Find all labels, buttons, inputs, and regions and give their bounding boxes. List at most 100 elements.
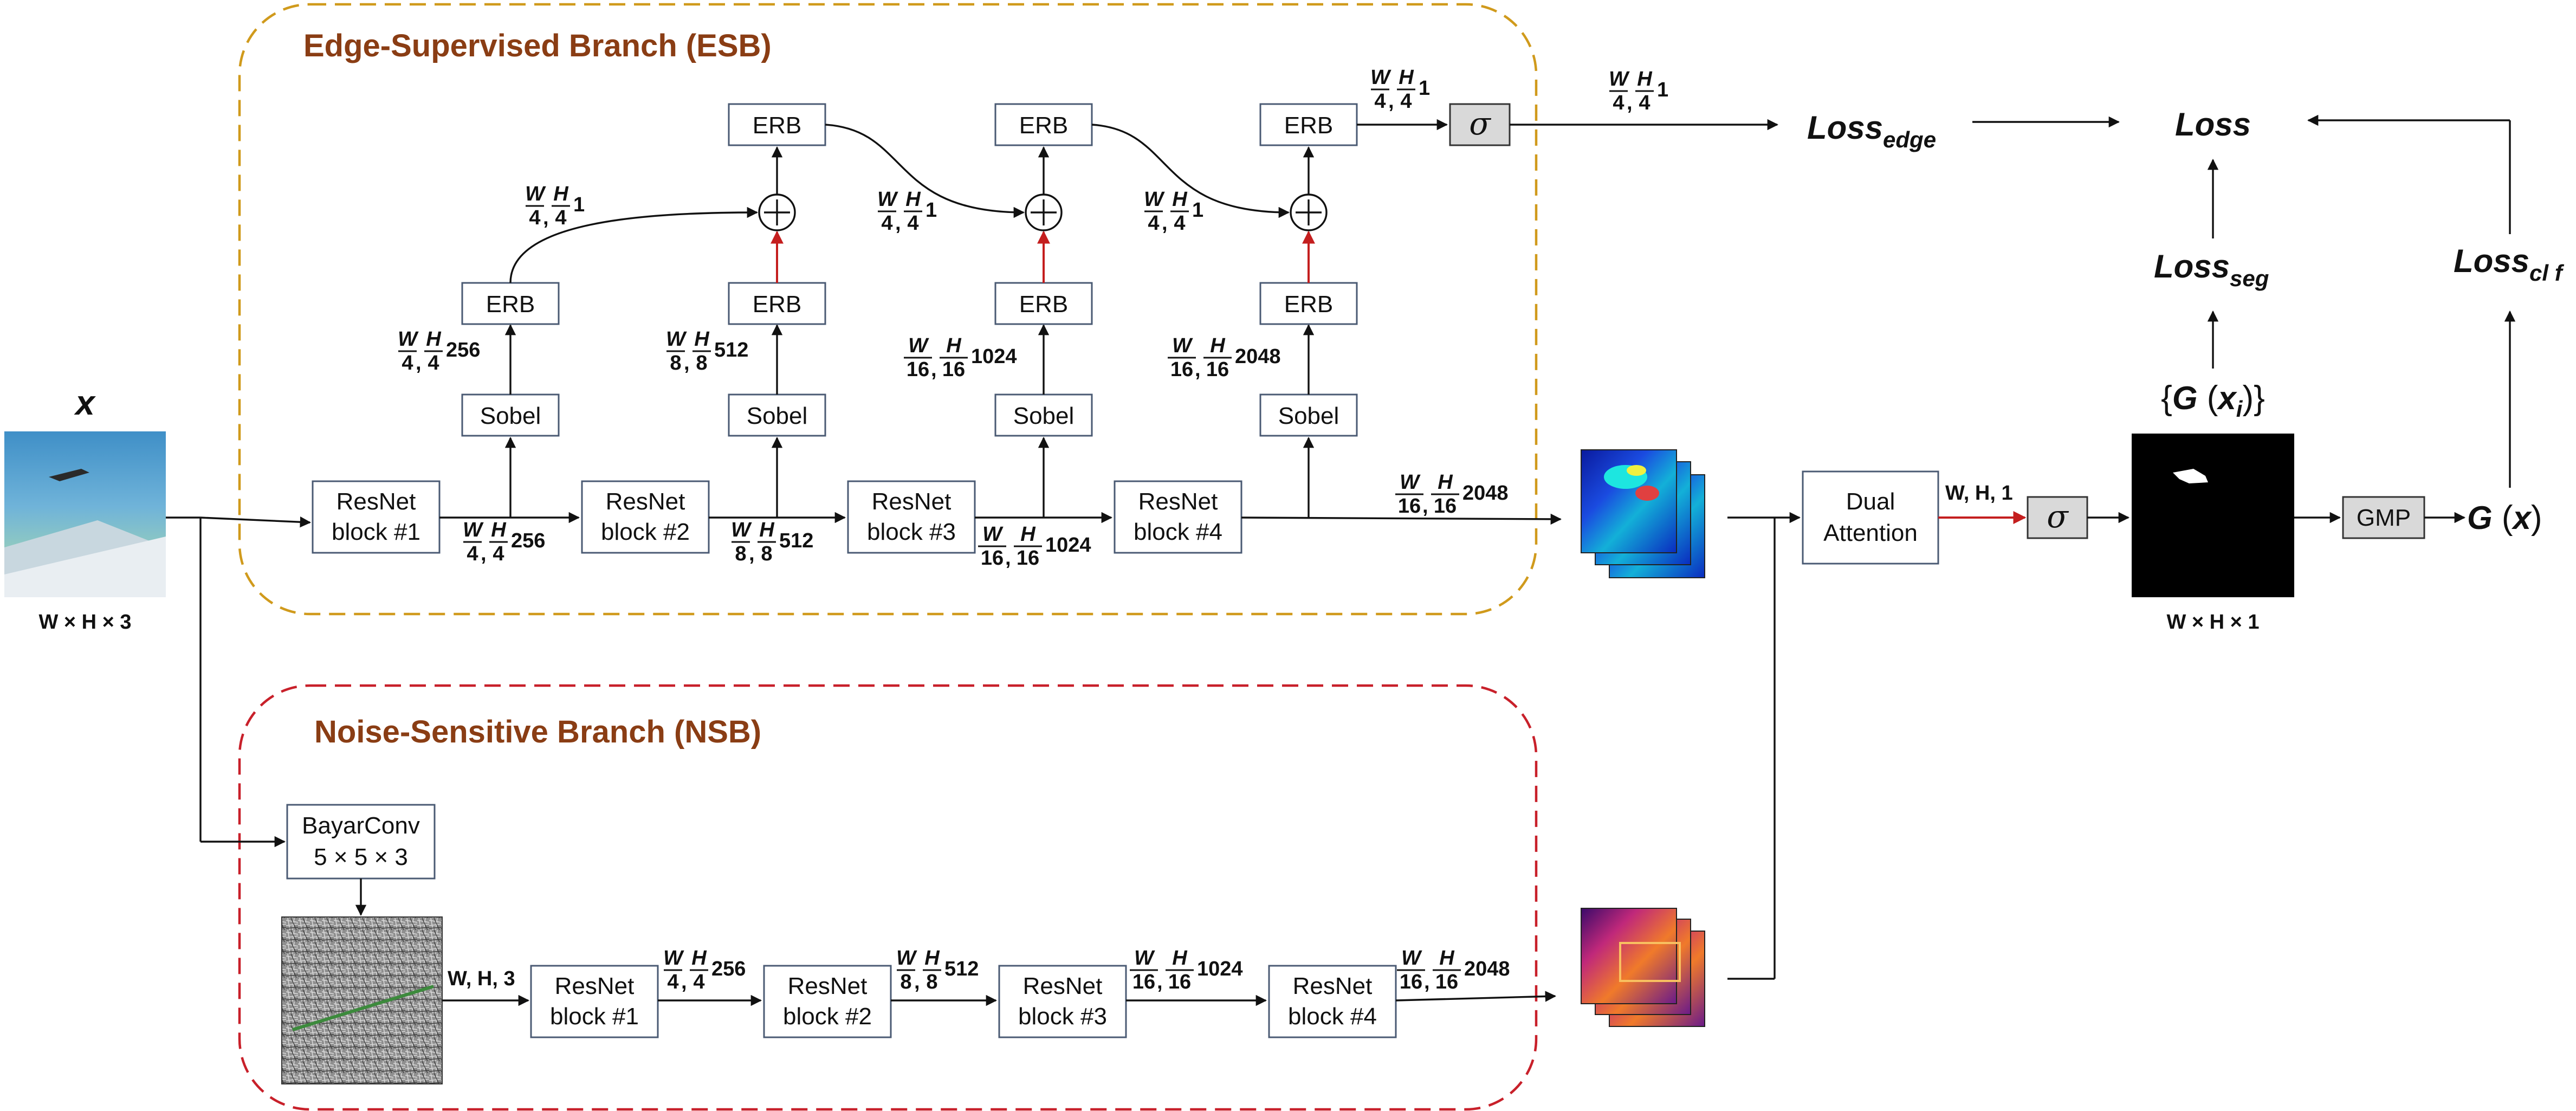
esb-dim-erb4-w: W	[1370, 66, 1391, 89]
curve-erb1-sum2	[509, 206, 759, 283]
esb-dim-skip1-wd: 4	[529, 206, 540, 229]
loss-edge: Lossedge	[1807, 109, 1936, 152]
sobel-4: Sobel	[1259, 393, 1358, 437]
esb-dim-s3-w: W	[908, 334, 929, 357]
esb-dim-r1-w: W	[463, 519, 484, 541]
noise-image-stripe	[292, 985, 434, 1031]
nsb-dim-4-hd: 16	[1435, 971, 1458, 993]
nsb-resnet-block-2: ResNet block #2	[763, 965, 892, 1038]
esb-sigma-box: σ	[1449, 103, 1511, 146]
nsb-container	[238, 684, 1538, 1111]
esb-dim-edge-hd: 4	[1639, 92, 1650, 114]
arrow-esb-to-featuremap	[1241, 513, 1562, 525]
esb-dim-r2-wd: 8	[735, 542, 746, 565]
svg-text:ERB: ERB	[1284, 112, 1333, 139]
svg-text:block #1: block #1	[332, 519, 420, 545]
nsb-dim-3-h: H	[1172, 947, 1188, 970]
input-symbol: x	[74, 383, 96, 422]
nsb-dim-4-h: H	[1439, 947, 1455, 970]
nsb-dim-3-wd: 16	[1132, 971, 1155, 993]
esb-dim-r2-w: W	[731, 519, 752, 541]
esb-dim-r1-hd: 4	[493, 542, 504, 565]
input-size: W × H × 3	[38, 611, 131, 634]
esb-dim-edge-w: W	[1609, 68, 1630, 91]
svg-text:BayarConv: BayarConv	[302, 812, 420, 839]
svg-text:ERB: ERB	[753, 291, 801, 318]
nsb-title: Noise-Sensitive Branch (NSB)	[314, 714, 761, 750]
sobel-3: Sobel	[994, 393, 1093, 437]
erb-low-3: ERB	[994, 282, 1093, 325]
esb-dim-skip1-hd: 4	[555, 206, 566, 229]
esb-dim-erb4-h: H	[1399, 66, 1414, 89]
arrow-nsb-to-featuremap	[1395, 991, 1557, 1002]
esb-dim-edge-wd: 4	[1613, 92, 1624, 114]
svg-text:ResNet: ResNet	[788, 973, 868, 999]
esb-dim-skip1-c: 1	[573, 193, 585, 216]
nsb-dim-2-c: 512	[944, 958, 979, 980]
erb-low-1: ERB	[461, 282, 560, 325]
esb-dim-skip3-wd: 4	[1148, 212, 1159, 235]
gx-label: G (x)	[2467, 499, 2542, 537]
esb-dim-skip1-w: W	[525, 183, 546, 205]
svg-text:ResNet: ResNet	[606, 488, 685, 515]
esb-dim-s4-comma1: ,	[1195, 358, 1201, 381]
svg-text:σ: σ	[2047, 498, 2069, 535]
esb-resnet-block-1: ResNet block #1	[312, 480, 441, 554]
nsb-dim-1-hd: 4	[693, 971, 704, 993]
esb-dim-r3-comma1: ,	[1005, 547, 1011, 570]
esb-dim-r1-comma1: ,	[481, 542, 487, 565]
nsb-resnet-block-3: ResNet block #3	[998, 965, 1127, 1038]
loss-total: Loss	[2175, 106, 2251, 143]
nsb-dim-2-h: H	[924, 947, 940, 970]
esb-dim-s1-w: W	[398, 328, 419, 351]
sum-node-4	[1290, 193, 1328, 231]
esb-dim-s2-hd: 8	[696, 352, 707, 374]
esb-dim-r4-h: H	[1438, 471, 1453, 494]
nsb-dim-3-hd: 16	[1168, 971, 1191, 993]
esb-dim-skip2-h: H	[905, 188, 921, 211]
esb-dim-skip1-h: H	[553, 183, 569, 205]
nsb-dim-3-w: W	[1134, 947, 1155, 970]
esb-dim-s4-w: W	[1172, 334, 1193, 357]
sum-node-2	[758, 193, 796, 231]
da-out-dim: W, H, 1	[1945, 482, 2013, 505]
esb-dim-s4-h: H	[1210, 334, 1226, 357]
esb-dim-skip1-comma1: ,	[543, 206, 549, 229]
sobel-2: Sobel	[728, 393, 826, 437]
output-mask	[2132, 434, 2294, 597]
esb-dim-s3-wd: 16	[907, 358, 929, 381]
nsb-dim-2-hd: 8	[926, 971, 937, 993]
nsb-dim-1-c: 256	[711, 958, 746, 980]
esb-dim-skip3-comma1: ,	[1162, 212, 1168, 235]
svg-text:block #2: block #2	[601, 519, 690, 545]
esb-dim-r1-h: H	[491, 519, 507, 541]
esb-dim-s2-wd: 8	[670, 352, 681, 374]
esb-dim-s4-wd: 16	[1170, 358, 1193, 381]
fusion-sigma-box: σ	[2027, 496, 2088, 539]
esb-dim-skip2-hd: 4	[907, 212, 918, 235]
esb-dim-skip3-h: H	[1172, 188, 1188, 211]
nsb-bayar-out: W, H, 3	[448, 967, 515, 990]
gxi-label: {G (xi)}	[2161, 379, 2265, 422]
svg-text:5 × 5 × 3: 5 × 5 × 3	[314, 844, 408, 870]
nsb-feature-maps	[1581, 908, 1705, 1027]
erb-low-4: ERB	[1259, 282, 1358, 325]
esb-dim-r4-wd: 16	[1398, 495, 1421, 518]
esb-dim-skip3-c: 1	[1192, 199, 1203, 222]
nsb-dim-2-w: W	[896, 947, 917, 970]
sum-node-3	[1025, 193, 1063, 231]
nsb-dim-2-comma1: ,	[914, 971, 920, 993]
svg-text:ERB: ERB	[1019, 112, 1068, 139]
esb-dim-skip3-hd: 4	[1174, 212, 1185, 235]
esb-dim-r4-c: 2048	[1462, 482, 1509, 505]
esb-dim-s1-comma1: ,	[416, 352, 422, 374]
esb-dim-s3-hd: 16	[942, 358, 965, 381]
svg-text:σ: σ	[1469, 105, 1491, 142]
svg-text:block #4: block #4	[1134, 519, 1222, 545]
esb-dim-r4-hd: 16	[1434, 495, 1457, 518]
esb-resnet-block-4: ResNet block #4	[1114, 480, 1242, 554]
esb-dim-r2-h: H	[759, 519, 775, 541]
esb-dim-r3-wd: 16	[981, 547, 1004, 570]
nsb-dim-4-wd: 16	[1400, 971, 1422, 993]
